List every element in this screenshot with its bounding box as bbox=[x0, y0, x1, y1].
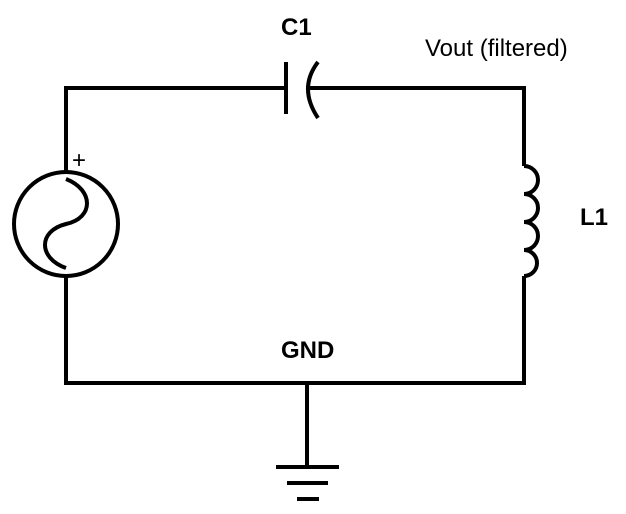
ac-voltage-source-icon: + bbox=[12, 147, 120, 278]
source-circle bbox=[12, 170, 120, 278]
source-polarity-label: + bbox=[72, 147, 86, 174]
wires bbox=[64, 86, 526, 467]
source-sine-wave bbox=[43, 177, 89, 270]
wire-capacitor-to-inductor bbox=[306, 86, 526, 166]
capacitor-label: C1 bbox=[281, 14, 312, 41]
polarized-capacitor-icon: C1 bbox=[281, 14, 320, 120]
inductor-coil bbox=[523, 164, 540, 278]
ground-symbol-icon bbox=[276, 465, 339, 501]
wire-inductor-to-ground-rail bbox=[64, 276, 526, 385]
output-label: Vout (filtered) bbox=[425, 35, 568, 62]
inductor-coil-icon: L1 bbox=[523, 164, 608, 278]
inductor-label: L1 bbox=[580, 204, 608, 231]
ground-label: GND bbox=[281, 337, 334, 364]
wire-source-to-capacitor bbox=[64, 86, 286, 172]
capacitor-plate-curved bbox=[306, 60, 320, 120]
